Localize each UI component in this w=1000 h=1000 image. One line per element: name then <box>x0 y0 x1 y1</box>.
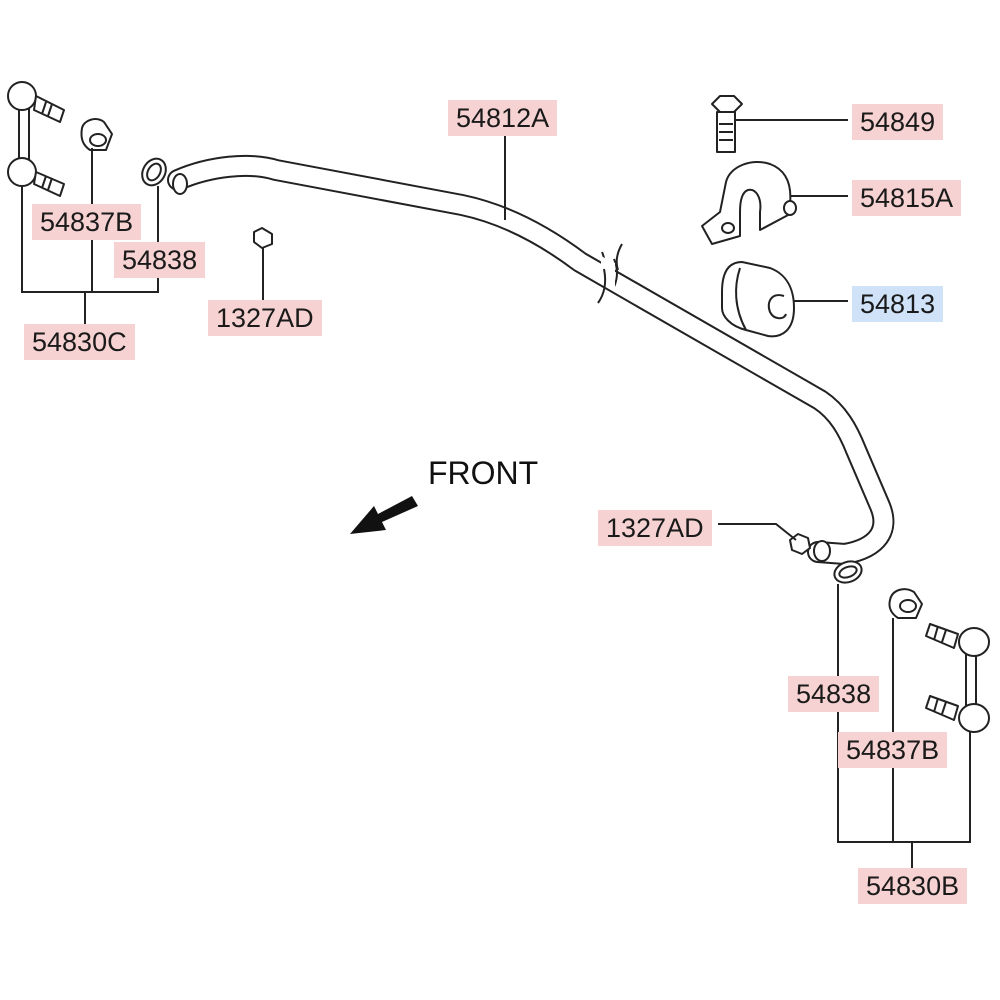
bushing-54813[interactable] <box>721 261 795 338</box>
front-direction-label: FRONT <box>428 455 539 491</box>
label-left-bushing[interactable]: 54837B <box>32 204 142 240</box>
label-left-link-assy[interactable]: 54830C <box>24 324 135 360</box>
label-bolt[interactable]: 54849 <box>852 104 944 140</box>
label-left-nut[interactable]: 1327AD <box>208 300 322 336</box>
leader-lines <box>21 119 971 868</box>
label-right-bushing[interactable]: 54837B <box>838 732 948 768</box>
left-ring-54838[interactable] <box>137 154 170 189</box>
left-stabilizer-link[interactable] <box>7 81 65 197</box>
left-nut-1327ad[interactable] <box>253 227 273 249</box>
label-bracket[interactable]: 54815A <box>852 180 962 216</box>
bracket-54815a[interactable] <box>701 161 797 245</box>
right-bushing-54837b[interactable] <box>888 588 923 619</box>
label-bar[interactable]: 54812A <box>448 100 558 136</box>
label-left-ring[interactable]: 54838 <box>114 242 206 278</box>
arrow-down-left-icon <box>350 496 418 534</box>
label-right-ring[interactable]: 54838 <box>788 676 880 712</box>
right-ring-54838[interactable] <box>831 558 864 586</box>
bolt-54849[interactable] <box>711 95 743 153</box>
left-bushing-54837b[interactable] <box>80 118 113 151</box>
label-right-link-assy[interactable]: 54830B <box>858 868 968 904</box>
stabilizer-bar[interactable] <box>167 154 895 565</box>
label-bushing[interactable]: 54813 <box>852 286 944 322</box>
label-right-nut[interactable]: 1327AD <box>598 510 712 546</box>
right-stabilizer-link[interactable] <box>925 623 990 733</box>
